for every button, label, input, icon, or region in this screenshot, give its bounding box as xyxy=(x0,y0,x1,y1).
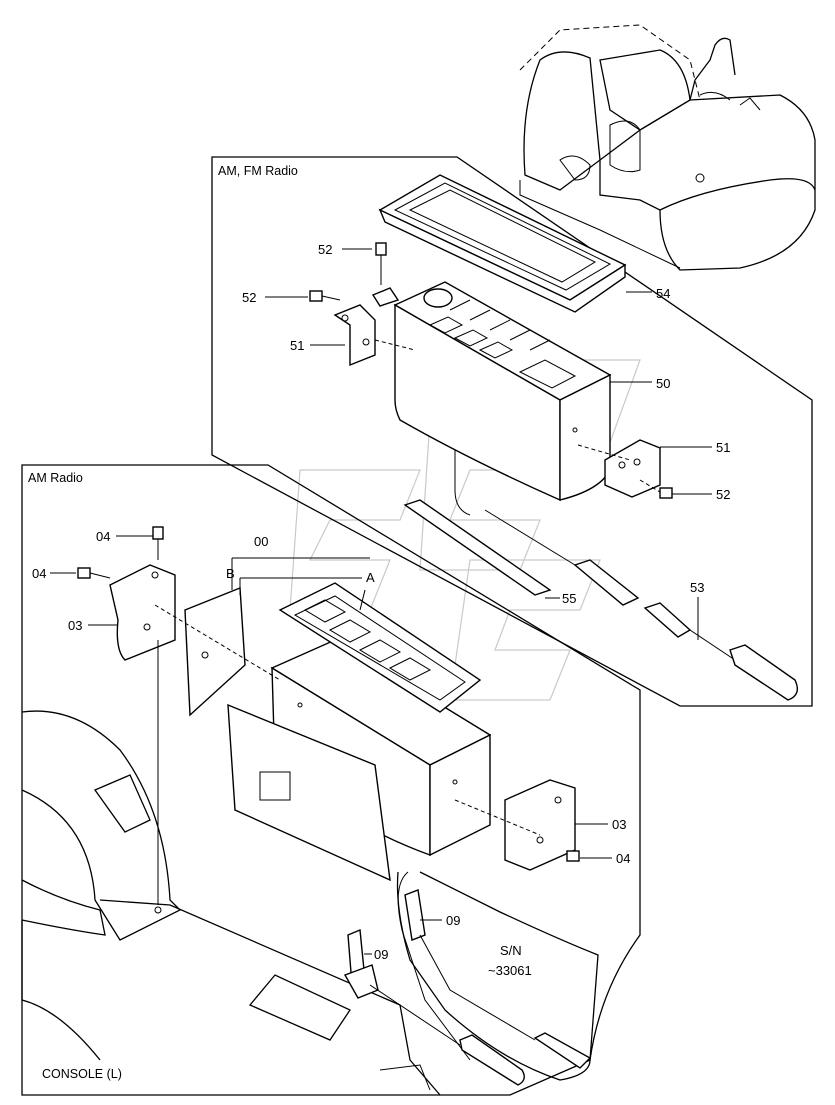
antenna-connectors xyxy=(343,871,599,1086)
callout-52-right: 52 xyxy=(716,487,730,502)
am-fm-radio-section: AM, FM Radio xyxy=(211,156,813,707)
callout-54: 54 xyxy=(656,286,670,301)
console-title: CONSOLE (L) xyxy=(42,1067,122,1081)
callout-52-top: 52 xyxy=(318,242,332,257)
callout-03-left: 03 xyxy=(68,618,82,633)
callout-51-right: 51 xyxy=(716,440,730,455)
callout-09-left: 09 xyxy=(374,947,388,962)
am-fm-radio-title: AM, FM Radio xyxy=(218,164,298,178)
callout-04-left: 04 xyxy=(32,566,46,581)
excavator-cab-illustration xyxy=(519,24,816,271)
leader-lines xyxy=(50,248,712,955)
part-54-bezel xyxy=(378,174,627,313)
part-53-antenna-cable xyxy=(484,509,798,701)
am-brackets xyxy=(77,526,580,905)
callout-50: 50 xyxy=(656,376,670,391)
callout-51-left: 51 xyxy=(290,338,304,353)
letter-a: A xyxy=(366,570,375,585)
callout-09-right: 09 xyxy=(446,913,460,928)
part-55-shim xyxy=(403,499,552,596)
serial-note-line2: ~33061 xyxy=(488,963,532,978)
callouts: 52 52 51 54 50 51 52 53 55 00 04 04 03 0… xyxy=(32,242,730,1081)
callout-04-right: 04 xyxy=(616,851,630,866)
callout-52-left: 52 xyxy=(242,290,256,305)
letter-b: B xyxy=(226,566,235,581)
callout-03-right: 03 xyxy=(612,817,626,832)
callout-00: 00 xyxy=(254,534,268,549)
callout-04-top: 04 xyxy=(96,529,110,544)
part-50-radio-unit xyxy=(393,281,612,516)
reference-letter-lines xyxy=(231,557,370,611)
serial-note-line1: S/N xyxy=(500,943,522,958)
am-fm-brackets xyxy=(309,242,673,499)
callout-53: 53 xyxy=(690,580,704,595)
callout-55: 55 xyxy=(562,591,576,606)
am-radio-title: AM Radio xyxy=(28,471,83,485)
